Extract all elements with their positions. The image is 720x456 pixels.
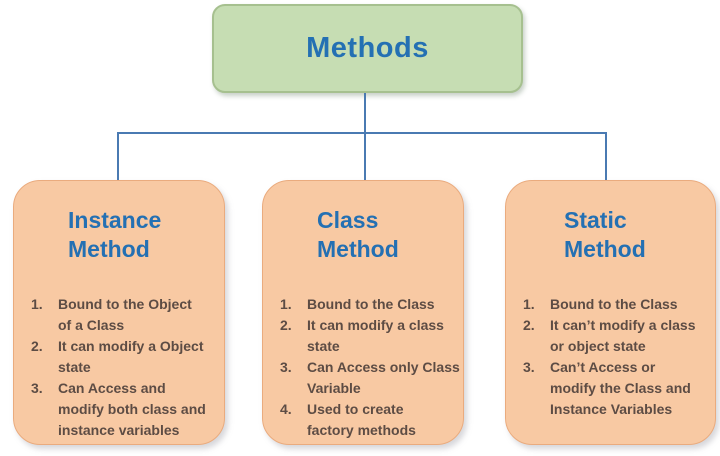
list-item: 3. Can Access and modify both class and i… [14,378,224,441]
card-class-method: Class Method 1. Bound to the Class 2. It ca… [262,180,464,445]
list-item-text: Can Access only Class Variable [307,359,460,396]
list-item-text: Can’t Access or modify the Class and Ins… [550,359,691,417]
card-instance-method-title: Instance Method [68,206,218,264]
card-title-line2: Method [564,236,646,262]
list-item-number: 1. [31,296,43,312]
connector-horizontal-bar [117,132,607,134]
connector-root-to-class-method [364,93,366,180]
card-static-method: Static Method 1. Bound to the Class 2. It c… [505,180,716,445]
list-item-number: 1. [523,296,535,312]
card-static-method-title: Static Method [564,206,709,264]
connector-to-instance-method [117,132,119,180]
list-item-text: It can modify a class state [307,317,444,354]
card-title-line1: Class [317,207,379,233]
list-item-text: It can modify a Object state [58,338,204,375]
list-item-text: Bound to the Class [550,296,678,312]
list-item-number: 2. [523,317,535,333]
list-item: 2. It can modify a Object state [14,336,224,378]
list-item-text: Bound to the Class [307,296,435,312]
node-methods: Methods [212,4,523,93]
card-instance-method: Instance Method 1. Bound to the Object of… [13,180,225,445]
list-item: 3. Can’t Access or modify the Class and I… [506,357,715,420]
list-item-number: 3. [280,359,292,375]
list-item-text: Used to create factory methods [307,401,416,438]
card-title-line2: Method [317,236,399,262]
list-item-text: It can’t modify a class or object state [550,317,696,354]
card-title-line2: Method [68,236,150,262]
list-item: 2. It can’t modify a class or object stat… [506,315,715,357]
list-item: 1. Bound to the Class [263,294,463,315]
card-static-method-list: 1. Bound to the Class 2. It can’t modify a … [506,294,715,420]
connector-to-static-method [605,132,607,180]
list-item-number: 2. [31,338,43,354]
list-item: 1. Bound to the Class [506,294,715,315]
card-title-line1: Instance [68,207,162,233]
list-item-number: 4. [280,401,292,417]
list-item: 1. Bound to the Object of a Class [14,294,224,336]
card-class-method-title: Class Method [317,206,457,264]
list-item: 3. Can Access only Class Variable [263,357,463,399]
list-item-number: 3. [31,380,43,396]
list-item-number: 3. [523,359,535,375]
list-item-number: 1. [280,296,292,312]
list-item-text: Can Access and modify both class and ins… [58,380,206,438]
list-item-number: 2. [280,317,292,333]
card-class-method-list: 1. Bound to the Class 2. It can modify a cl… [263,294,463,441]
list-item: 4. Used to create factory methods [263,399,463,441]
list-item: 2. It can modify a class state [263,315,463,357]
node-methods-label: Methods [306,32,429,64]
card-instance-method-list: 1. Bound to the Object of a Class 2. It can… [14,294,224,441]
list-item-text: Bound to the Object of a Class [58,296,192,333]
card-title-line1: Static [564,207,627,233]
